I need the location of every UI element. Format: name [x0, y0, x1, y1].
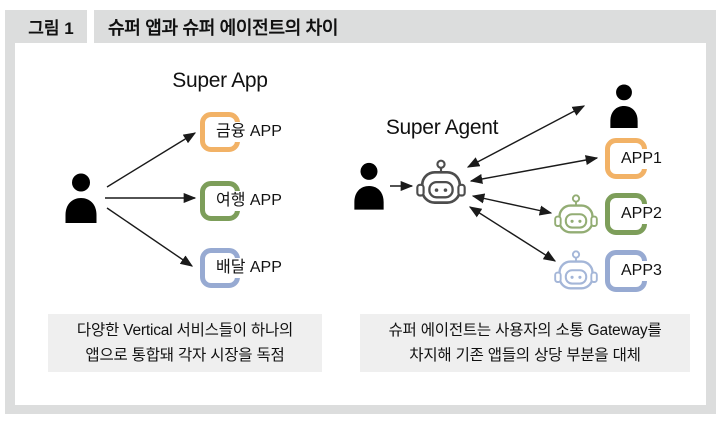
app-box-icon-delivery: 배달 APP — [200, 248, 284, 288]
app-box-icon-app1: APP1 — [605, 138, 664, 179]
delivery-app-label: 배달 APP — [214, 258, 284, 278]
super-agent-caption-line2: 차지해 기존 앱들의 상당 부분을 대체 — [409, 347, 641, 364]
user-icon — [354, 162, 384, 210]
finance-app-label: 금융 APP — [214, 122, 284, 142]
super-app-caption-line2: 앱으로 통합돼 각자 시장을 독점 — [85, 347, 285, 364]
super-agent-caption-line1: 슈퍼 에이전트는 사용자의 소통 Gateway를 — [388, 322, 662, 339]
arrow-agent-app3 — [468, 206, 557, 262]
super-agent-caption: 슈퍼 에이전트는 사용자의 소통 Gateway를 차지해 기존 앱들의 상당 … — [360, 314, 690, 372]
user-icon — [65, 173, 97, 223]
super-agent-title: Super Agent — [385, 116, 499, 139]
figure-label: 그림 1 — [15, 10, 87, 43]
arrow-user-to-delivery — [106, 207, 194, 267]
app1-label: APP1 — [619, 148, 664, 169]
app-box-icon-app2: APP2 — [605, 193, 664, 235]
robot-icon — [554, 194, 598, 234]
super-app-caption: 다양한 Vertical 서비스들이 하나의 앱으로 통합돼 각자 시장을 독점 — [48, 314, 322, 372]
app-box-icon-travel: 여행 APP — [200, 181, 284, 221]
user-icon — [610, 84, 638, 128]
arrow-agent-app1 — [469, 155, 599, 184]
app-box-icon-finance: 금융 APP — [200, 112, 284, 152]
frame-bottom — [5, 405, 716, 414]
robot-icon — [554, 250, 598, 290]
app2-label: APP2 — [619, 204, 664, 224]
app-box-icon-app3: APP3 — [605, 250, 664, 292]
app3-label: APP3 — [619, 261, 664, 281]
frame-right — [706, 10, 716, 414]
super-app-caption-line1: 다양한 Vertical 서비스들이 하나의 — [76, 322, 294, 339]
arrow-agent-app2 — [471, 193, 553, 216]
frame-left — [5, 10, 15, 414]
travel-app-label: 여행 APP — [214, 191, 284, 211]
arrow-user-to-finance — [106, 132, 197, 188]
robot-icon — [416, 159, 466, 204]
figure-title: 슈퍼 앱과 슈퍼 에이전트의 차이 — [94, 10, 706, 43]
super-app-title: Super App — [172, 69, 268, 92]
